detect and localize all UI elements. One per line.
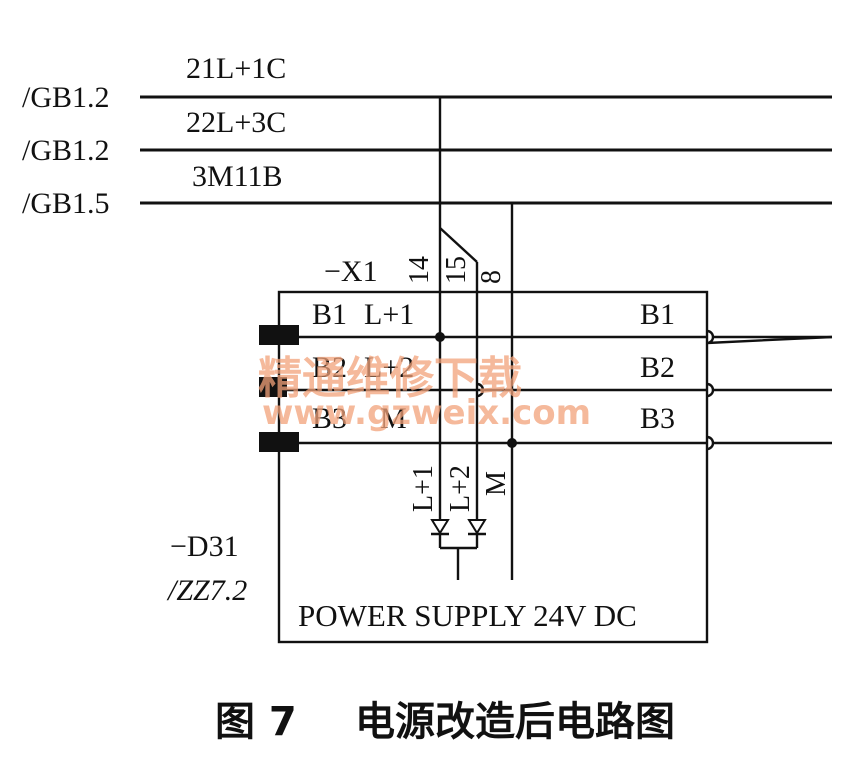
row-signal-label-l2: L+2: [364, 351, 414, 384]
row-left-label-b2: B2: [312, 351, 347, 384]
crossover-l2: [476, 382, 485, 398]
watermark-chinese: 精通维修下载: [258, 353, 522, 404]
wire-label-3: 3M11B: [192, 160, 283, 193]
diode-l1: [430, 519, 450, 535]
output-label-l1: L+1: [408, 465, 439, 512]
diode-l2: [467, 519, 487, 535]
junction-dot-m: [507, 438, 517, 448]
output-line-b1: [706, 329, 833, 345]
pin-label-14: 14: [404, 256, 435, 284]
output-label-m: M: [481, 471, 512, 496]
row-signal-label-l1: L+1: [364, 298, 414, 331]
connector-block-2: [259, 377, 287, 397]
row-left-label-b3: B3: [312, 402, 347, 435]
input-ref-1: /GB1.2: [22, 81, 110, 114]
wire-label-2: 22L+3C: [186, 106, 286, 139]
pin-label-8: 8: [476, 270, 507, 284]
input-ref-3: /GB1.5: [22, 187, 110, 220]
device-name: −D31: [170, 530, 239, 563]
input-ref-2: /GB1.2: [22, 134, 110, 167]
power-supply-box: [277, 290, 709, 644]
terminal-block-label: −X1: [324, 255, 378, 288]
row-right-label-b3: B3: [640, 402, 675, 435]
watermark-url: www.gzweix.com: [262, 393, 591, 433]
row-right-label-b1: B1: [640, 298, 675, 331]
output-label-l2: L+2: [445, 465, 476, 512]
device-ref: /ZZ7.2: [166, 574, 247, 607]
feed-jumper: [439, 227, 478, 263]
connector-block-3: [259, 432, 299, 452]
figure-number: 图 7: [215, 699, 297, 745]
wire-label-1: 21L+1C: [186, 52, 286, 85]
row-right-label-b2: B2: [640, 351, 675, 384]
power-supply-label: POWER SUPPLY 24V DC: [298, 598, 637, 633]
row-signal-label-m: M: [380, 402, 407, 435]
row-left-label-b1: B1: [312, 298, 347, 331]
connector-block-1: [259, 325, 299, 345]
pin-label-15: 15: [441, 256, 472, 284]
junction-dot-l1: [435, 332, 445, 342]
figure-title: 电源改造后电路图: [355, 699, 675, 745]
